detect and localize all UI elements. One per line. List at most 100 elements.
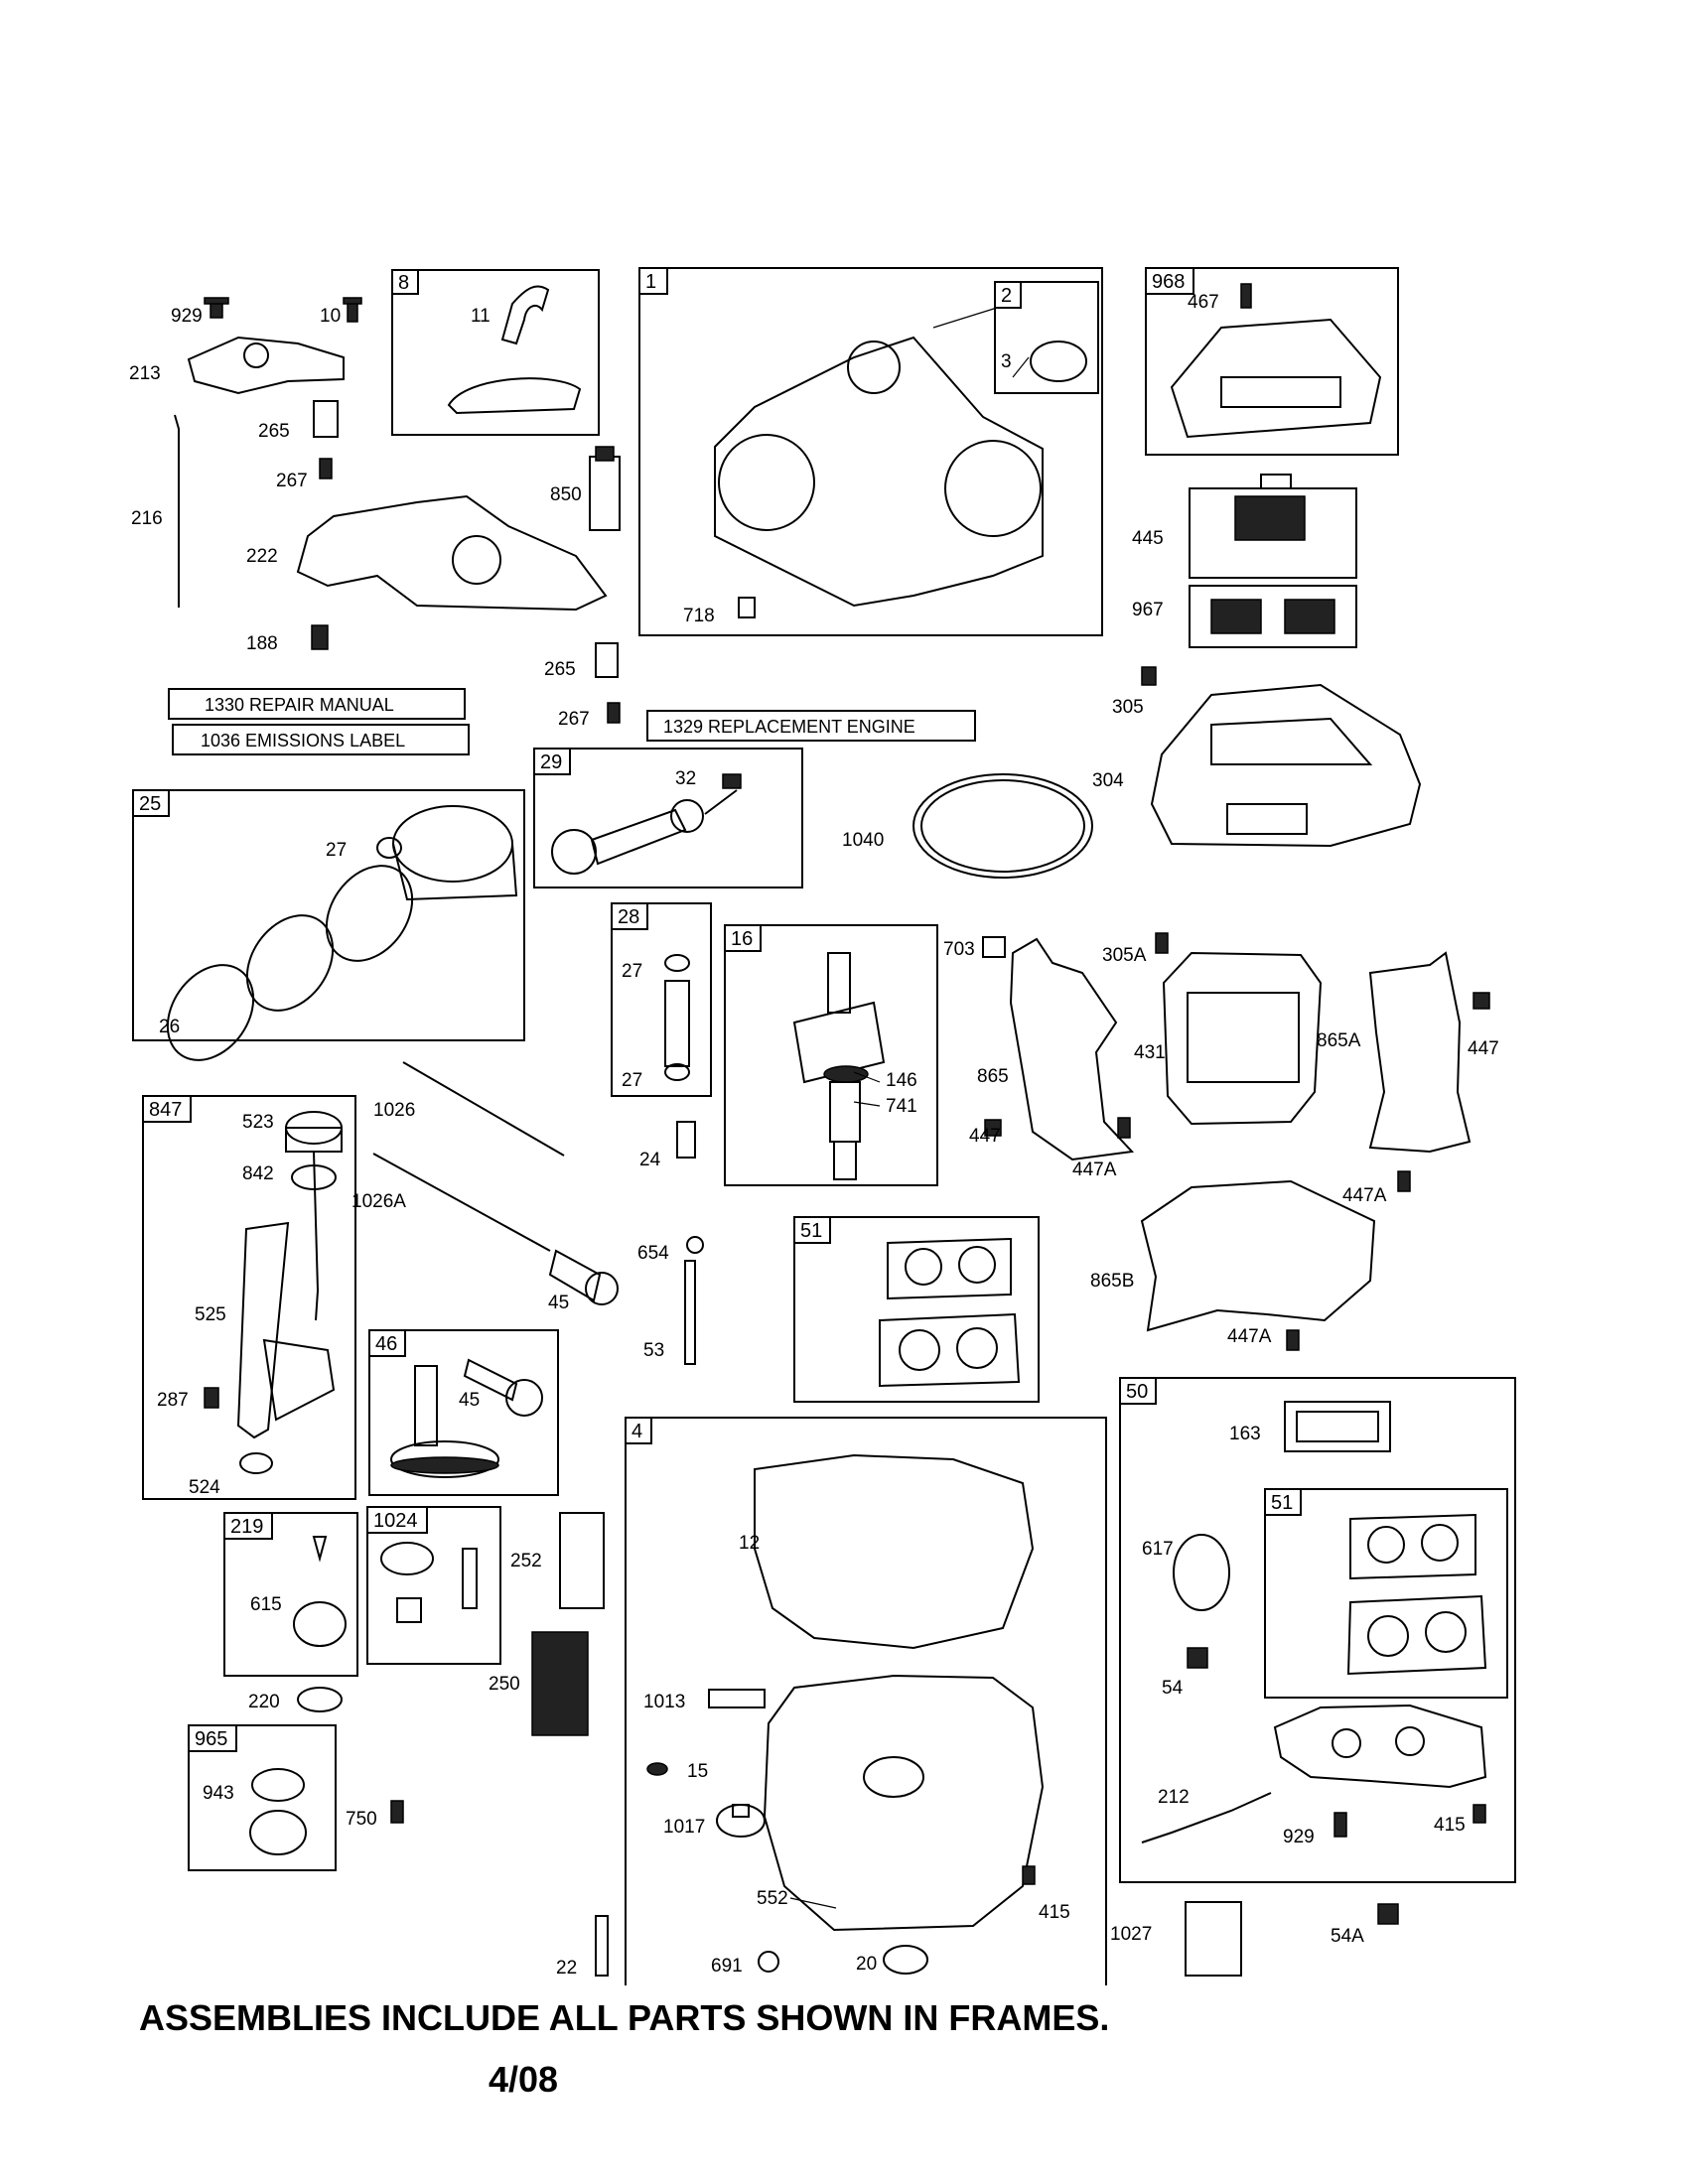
label-212: 212 (1158, 1787, 1190, 1808)
filter-screen-1013-part (708, 1689, 766, 1708)
label-703: 703 (943, 939, 975, 960)
screw-305A-part (1155, 932, 1169, 954)
screw-929-part (204, 297, 229, 319)
gasket-12-part (754, 1453, 1035, 1650)
note-emissions-label: 1036 EMISSIONS LABEL (172, 724, 470, 755)
frame-46-label: 46 (375, 1333, 397, 1355)
label-929-top: 929 (171, 306, 203, 327)
label-447-left: 447 (969, 1126, 1001, 1147)
label-447A-left: 447A (1072, 1160, 1117, 1180)
label-287: 287 (157, 1390, 189, 1411)
frame-2: 2 (994, 281, 1099, 394)
label-216: 216 (131, 508, 163, 529)
screw-415a-part (1473, 1804, 1486, 1824)
piston-ring-2 (245, 914, 335, 1012)
label-1027: 1027 (1110, 1924, 1152, 1945)
shroud-865B-part (1140, 1179, 1376, 1332)
frame-1024: 1024 (366, 1506, 501, 1665)
frame-4: 4 (625, 1417, 1107, 1985)
svg-text:1036 EMISSIONS LABEL: 1036 EMISSIONS LABEL (201, 731, 405, 751)
crankcase-cover-part (763, 1674, 1045, 1932)
label-45-cam: 45 (459, 1390, 480, 1411)
retainer-27b-part (664, 1063, 690, 1081)
gasket-617-part (1173, 1534, 1230, 1611)
gasket-252-part (559, 1512, 605, 1609)
frame-219-label: 219 (230, 1516, 263, 1538)
label-22: 22 (556, 1958, 577, 1979)
gasket-1040-part (912, 773, 1093, 879)
svg-text:1330 REPAIR MANUAL: 1330 REPAIR MANUAL (205, 695, 394, 715)
label-523: 523 (242, 1112, 274, 1133)
label-267-mid: 267 (558, 709, 590, 730)
frame-1-label: 1 (645, 271, 656, 293)
cover-965-part (249, 1810, 307, 1855)
frame-51-top: 51 (793, 1216, 1040, 1403)
oil-filter-1027-part (1185, 1901, 1242, 1977)
push-rod-1026A-part (372, 1153, 551, 1252)
label-27-upper: 27 (622, 961, 642, 982)
sealant-850-part (589, 446, 621, 531)
bracket-265b-part (595, 642, 619, 678)
label-865: 865 (977, 1066, 1009, 1087)
label-27-piston: 27 (326, 840, 347, 861)
screw-267b-part (607, 702, 621, 724)
label-447A-right: 447A (1342, 1185, 1387, 1206)
frame-16-label: 16 (731, 928, 753, 950)
pre-cleaner-967-part (1189, 585, 1357, 648)
frame-965-label: 965 (195, 1728, 227, 1750)
cylinder-block-part (714, 336, 1044, 608)
frame-51-top-label: 51 (800, 1220, 822, 1242)
breather-cover-part (447, 377, 582, 415)
label-691: 691 (711, 1956, 743, 1977)
label-415-right: 415 (1434, 1815, 1466, 1836)
link-rod-216-part (174, 414, 180, 608)
governor-bracket-222-part (296, 494, 608, 612)
label-447-right: 447 (1468, 1038, 1499, 1059)
label-1017: 1017 (663, 1817, 705, 1838)
label-1040: 1040 (842, 830, 884, 851)
frame-29-label: 29 (540, 751, 562, 773)
label-213: 213 (129, 363, 161, 384)
label-929-bottom: 929 (1283, 1827, 1315, 1847)
label-431: 431 (1134, 1042, 1166, 1063)
label-188: 188 (246, 633, 278, 654)
bolt-188-part (311, 624, 329, 650)
gasket-943-part (251, 1768, 305, 1802)
dipstick-cap-523-part (285, 1111, 343, 1153)
screw-54-part (1187, 1647, 1208, 1669)
valve-45a-part (548, 1249, 619, 1305)
screw-750-part (390, 1800, 404, 1824)
housing-431-part (1162, 951, 1323, 1126)
frame-219: 219 (223, 1512, 358, 1677)
intake-manifold-part (1273, 1704, 1487, 1789)
clip-15-part (646, 1762, 668, 1776)
label-741: 741 (886, 1096, 917, 1117)
screw-929b-part (1333, 1812, 1347, 1838)
label-54A: 54A (1331, 1926, 1364, 1947)
piston-ring-3 (166, 964, 255, 1061)
gear-146-part (823, 1065, 869, 1083)
frame-4-label: 4 (632, 1421, 642, 1442)
nut-654-part (686, 1236, 704, 1254)
screw-703-part (982, 936, 1006, 958)
air-filter-445-part (1189, 474, 1357, 579)
valve-45b-part (463, 1358, 543, 1417)
gasket-set-51-inner (1346, 1513, 1487, 1676)
frame-51-inner: 51 (1264, 1488, 1508, 1699)
screw-447b-part (984, 1119, 1002, 1137)
oil-valve-219-part (293, 1536, 347, 1647)
label-842: 842 (242, 1163, 274, 1184)
frame-847: 847 (142, 1095, 356, 1500)
camshaft-part (390, 1365, 499, 1478)
label-26: 26 (159, 1017, 180, 1037)
exploded-parts-diagram: 8 1 2 968 25 29 28 16 847 (129, 267, 1516, 1985)
seal-3-part (1030, 341, 1087, 382)
dipstick-842-part (291, 1151, 337, 1321)
screw-305-part (1141, 666, 1157, 686)
connecting-rod-part (551, 799, 704, 875)
callout-labels: 929 10 213 265 267 216 222 188 11 850 3 … (129, 292, 1499, 1979)
label-32: 32 (675, 768, 696, 789)
screw-54A-part (1377, 1903, 1399, 1925)
label-12: 12 (739, 1533, 760, 1554)
frame-965: 965 (188, 1724, 337, 1871)
